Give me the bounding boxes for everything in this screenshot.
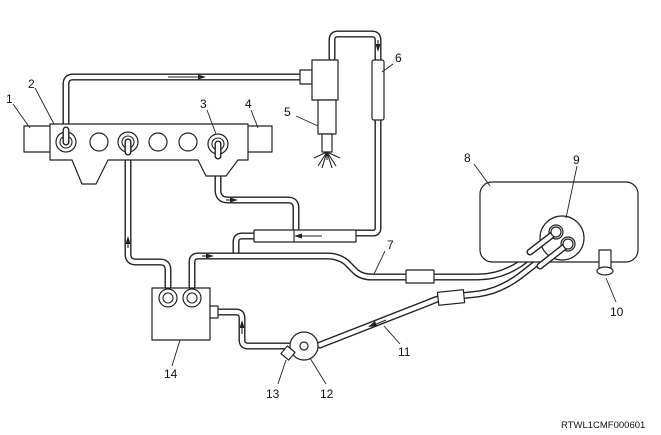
pipe-rail-to-filter (124, 144, 172, 300)
injector (299, 59, 341, 169)
callout-2: 2 (28, 77, 35, 91)
callout-1: 1 (6, 92, 13, 106)
priming-pump (289, 331, 319, 361)
return-hose (371, 59, 385, 121)
flow-arrow-head (294, 233, 302, 239)
callout-8: 8 (464, 151, 471, 165)
leader-lines (12, 63, 617, 385)
callout-3: 3 (200, 97, 207, 111)
callout-11: 11 (398, 345, 411, 359)
callout-10: 10 (610, 305, 624, 319)
callout-4: 4 (245, 97, 252, 111)
flow-arrow-head (230, 197, 238, 203)
flow-arrow-head (206, 253, 214, 259)
callout-6: 6 (395, 51, 402, 65)
flow-arrow-head (198, 74, 206, 80)
flow-arrow-head (368, 321, 377, 327)
pipe-injector-loop (328, 30, 382, 66)
callout-9: 9 (573, 153, 580, 167)
rail-end-plug-right (245, 125, 273, 153)
flow-arrow-head (375, 44, 381, 52)
hose-joint-7 (405, 269, 435, 284)
flow-arrows (125, 40, 387, 334)
water-sensor (280, 345, 296, 361)
hose-joint-11 (436, 289, 466, 306)
callout-13: 13 (266, 387, 280, 401)
flow-arrow-head (125, 236, 131, 244)
callout-5: 5 (284, 105, 291, 119)
flow-arrow-head (239, 320, 245, 328)
drain-plug (596, 249, 614, 276)
filter-ports (158, 288, 219, 319)
callout-12: 12 (320, 387, 334, 401)
pipe-pump-to-filter (206, 308, 294, 350)
callout-labels: 1 2 3 4 5 6 7 8 9 10 11 12 13 14 (6, 51, 624, 401)
figure-code: RTWL1CMF000601 (561, 420, 645, 431)
rail-ports (55, 131, 229, 155)
callout-14: 14 (164, 367, 178, 381)
callout-7: 7 (387, 238, 394, 252)
pipe-return-vertical (352, 114, 382, 237)
